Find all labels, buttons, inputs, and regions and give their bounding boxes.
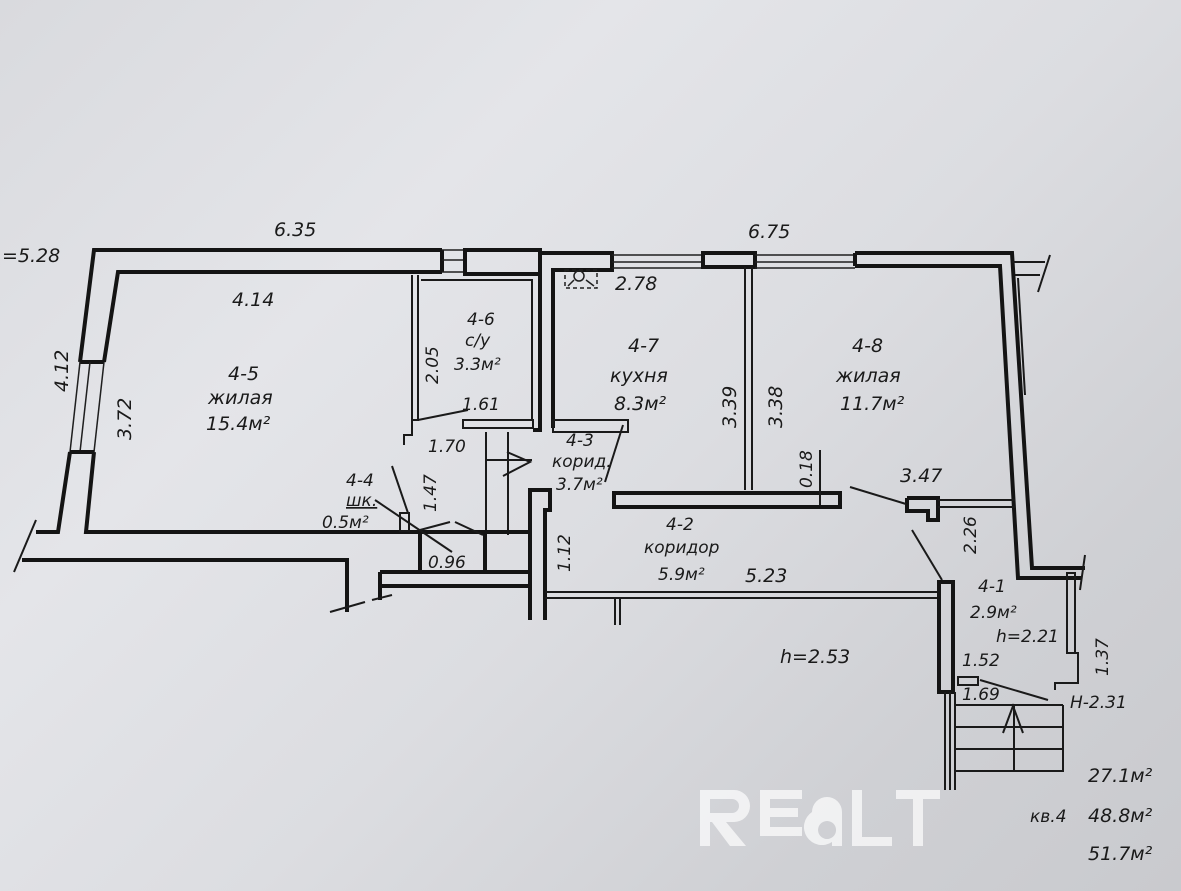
dim-169: 1.69	[962, 685, 1000, 705]
room-4-5-id: 4-5	[228, 363, 259, 385]
room-4-4-id: 4-4	[346, 471, 374, 491]
stove-icon	[564, 269, 598, 289]
dim-4-6-width: 1.61	[462, 395, 500, 415]
dim-137: 1.37	[1093, 638, 1113, 676]
room-4-8-type: жилая	[835, 365, 901, 387]
room-4-6-area: 3.3м²	[454, 355, 501, 375]
dim-4-6-depth: 2.05	[423, 346, 443, 384]
room-4-8-id: 4-8	[852, 335, 883, 357]
room-4-1-area: 2.9м²	[970, 603, 1017, 623]
H-entry: H-2.31	[1070, 693, 1127, 713]
room-4-5-area: 15.4м²	[206, 413, 271, 435]
dim-top-left: 6.35	[274, 219, 316, 241]
total-area: 48.8м²	[1088, 805, 1153, 827]
h-entry: h=2.21	[996, 627, 1059, 647]
room-4-8-area: 11.7м²	[840, 393, 905, 415]
walls-room-4-5	[13, 248, 444, 613]
room-4-3-type: корид.	[552, 452, 612, 472]
walls-room-4-8	[755, 251, 1086, 591]
realt-watermark-logo	[700, 790, 940, 846]
dim-4-4-width: 0.96	[428, 553, 466, 573]
room-4-6-id: 4-6	[467, 310, 495, 330]
total-living-area: 27.1м²	[1088, 765, 1153, 787]
room-4-1-id: 4-1	[978, 577, 1006, 597]
dim-4-1-depth: 2.26	[961, 516, 981, 554]
room-4-5-type: жилая	[207, 387, 273, 409]
walls-entry-4-1	[911, 529, 1079, 790]
walls-room-4-6	[403, 248, 542, 445]
dim-4-8-width: 3.47	[900, 465, 942, 487]
room-4-7-id: 4-7	[628, 335, 659, 357]
room-4-4-type: шк.	[346, 491, 377, 511]
dim-4-3-width: 1.70	[428, 437, 466, 457]
room-4-3-area: 3.7м²	[556, 475, 603, 495]
room-4-6-type: с/у	[465, 331, 491, 351]
dim-4-2-width: 5.23	[745, 565, 787, 587]
dim-4-7-depth: 3.39	[719, 386, 741, 428]
room-4-2-type: коридор	[644, 538, 720, 558]
room-4-4-area: 0.5м²	[322, 513, 369, 533]
room-4-7-type: кухня	[610, 365, 668, 387]
dim-4-1-width: 1.52	[962, 651, 1000, 671]
dim-4-3-depth: 1.12	[555, 534, 575, 572]
dim-4-5-depth: 3.72	[114, 398, 136, 440]
dim-4-7-width: 2.78	[615, 273, 657, 295]
walls-center	[371, 424, 940, 625]
dim-4-5-width: 4.14	[232, 289, 274, 311]
walls-corridor-4-2	[612, 450, 1015, 522]
dim-4-2-depth: 0.18	[797, 450, 817, 488]
room-4-7-area: 8.3м²	[614, 393, 667, 415]
dim-4-4-depth: 1.47	[421, 474, 441, 512]
room-4-2-id: 4-2	[666, 515, 694, 535]
gross-area: 51.7м²	[1088, 843, 1153, 865]
dim-cropped-left: =5.28	[2, 245, 60, 267]
walls-room-4-7	[533, 251, 757, 490]
apartment-label: кв.4	[1030, 807, 1067, 827]
dim-left-side: 4.12	[51, 350, 73, 392]
ceiling-height: h=2.53	[780, 646, 850, 668]
dim-4-8-depth: 3.38	[765, 386, 787, 428]
room-4-3-id: 4-3	[566, 431, 594, 451]
window-top-left	[442, 249, 465, 273]
room-4-2-area: 5.9м²	[658, 565, 705, 585]
dim-top-right: 6.75	[748, 221, 790, 243]
